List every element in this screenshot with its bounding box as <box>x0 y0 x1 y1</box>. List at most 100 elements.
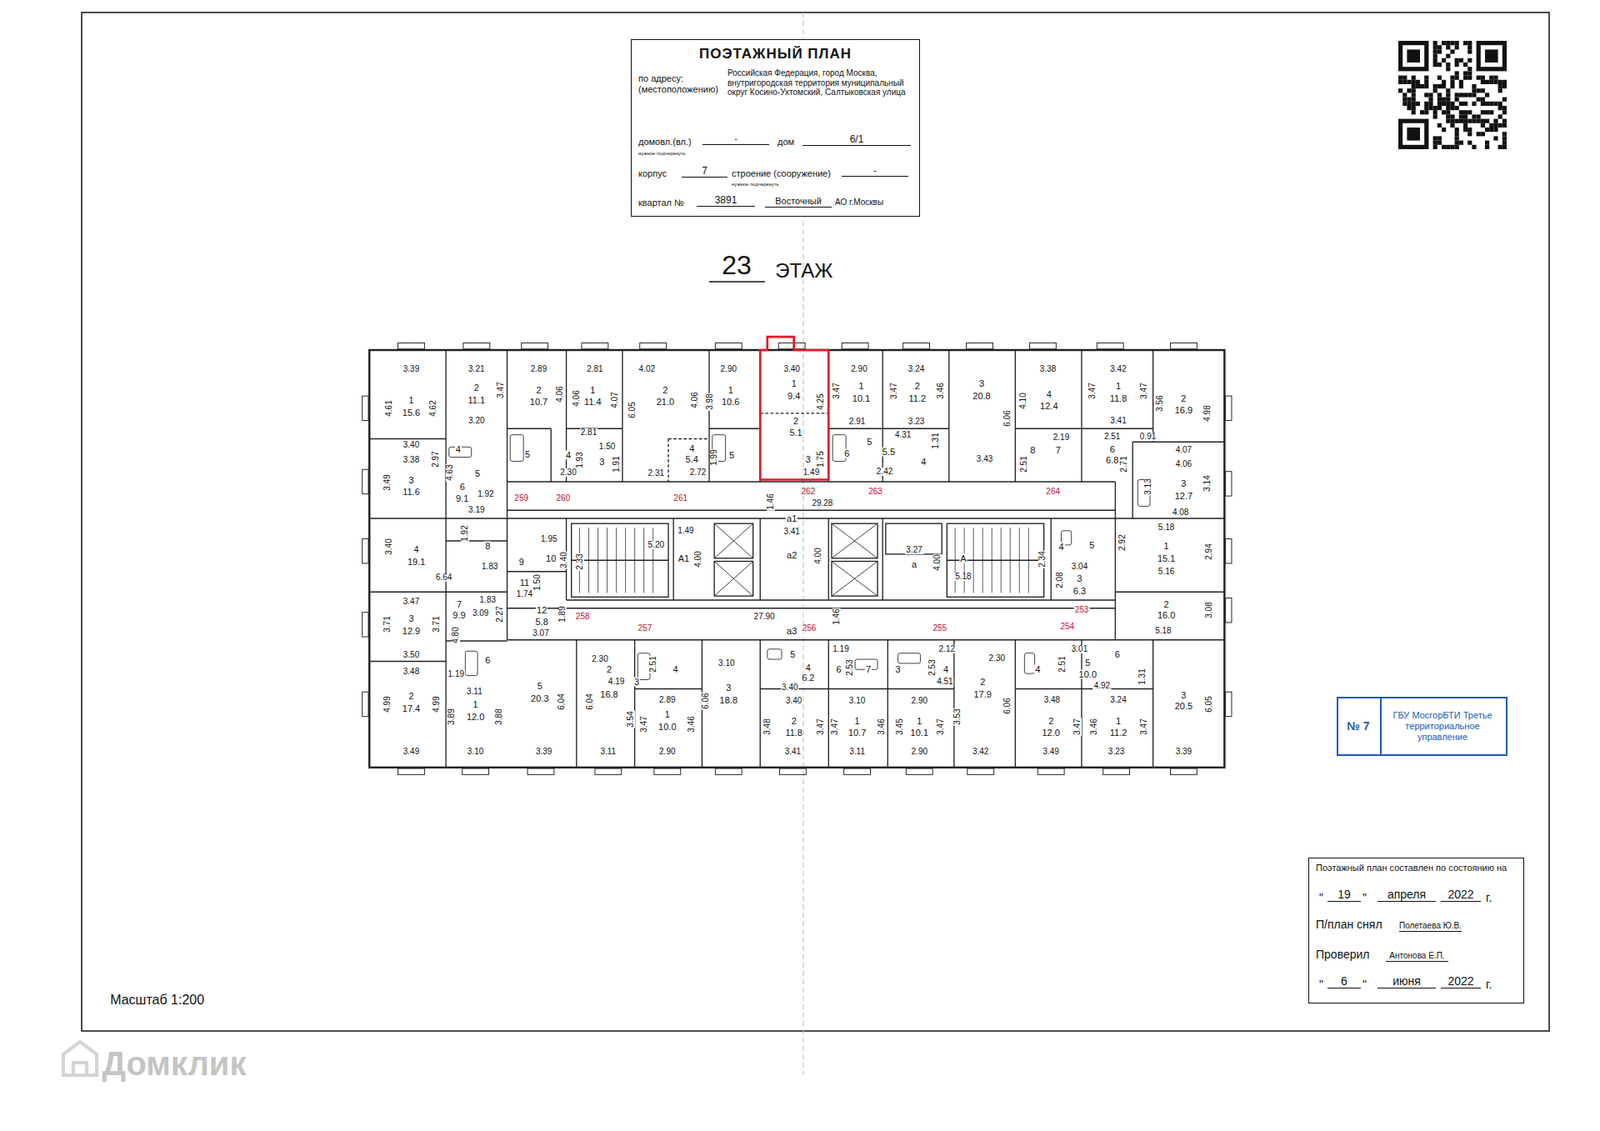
room-number: 6 <box>1109 444 1116 454</box>
apartment-number: 256 <box>801 624 818 633</box>
sanitary-fixture <box>1024 653 1035 674</box>
dimension: 3.10 <box>848 696 866 705</box>
room-number: 12.9 <box>401 625 421 635</box>
room-number: 20.8 <box>971 391 991 401</box>
room-number: 10.1 <box>910 728 930 738</box>
selected-apartment <box>760 336 829 480</box>
elevator-cross <box>831 523 878 559</box>
apartment-number: 255 <box>931 624 948 633</box>
dimension: 4.08 <box>1171 508 1190 517</box>
qr-module <box>1411 80 1416 85</box>
qr-module <box>1402 75 1407 80</box>
stair-well <box>946 523 1044 597</box>
elevator-shaft <box>714 560 754 596</box>
room-number: 4 <box>565 450 572 460</box>
box-text: 6 <box>1327 975 1361 989</box>
qr-finder <box>1398 40 1429 71</box>
room-number: 5 <box>524 449 531 459</box>
dimension: 3.45 <box>895 717 905 735</box>
qr-module <box>1463 127 1468 132</box>
wall <box>1115 591 1225 593</box>
dimension: 3.40 <box>385 538 394 556</box>
dimension: 4.06 <box>572 389 581 407</box>
room-number: 6 <box>1114 649 1121 659</box>
dimension: 3.47 <box>496 380 505 399</box>
wall <box>887 640 889 768</box>
elevator-cross <box>714 523 754 559</box>
elevator-cross <box>714 523 754 559</box>
qr-module <box>1411 101 1416 106</box>
qr-module <box>1459 58 1464 63</box>
room-number: 5.4 <box>685 455 700 465</box>
dimension: 3.20 <box>467 416 485 425</box>
dimension: 4.00 <box>814 547 823 565</box>
dimension: 2.94 <box>1205 543 1214 561</box>
room-number: 6.3 <box>1072 586 1087 596</box>
dimension: 3.46 <box>936 381 945 400</box>
apartment-number: 253 <box>1074 605 1090 615</box>
room-number: 1 <box>915 715 923 725</box>
wall <box>1132 441 1134 519</box>
window <box>362 691 369 716</box>
qr-module <box>1445 110 1450 115</box>
room-number: 5.1 <box>788 428 803 438</box>
wall <box>1015 428 1082 430</box>
room-number: 5 <box>865 437 873 447</box>
dimension: 1.83 <box>479 595 497 605</box>
qr-module <box>1455 62 1460 67</box>
wall <box>828 428 883 430</box>
dimension: 1.93 <box>575 450 585 469</box>
dimension: 2.81 <box>580 428 598 437</box>
dimension: 3.48 <box>763 717 772 735</box>
qr-module <box>1415 84 1420 89</box>
dimension: 2.97 <box>431 450 440 468</box>
dimension: 2.90 <box>910 747 929 756</box>
qr-module <box>1485 80 1490 85</box>
dimension: 1.19 <box>447 670 465 679</box>
dimension: 4.61 <box>385 399 394 417</box>
qr-module <box>1480 97 1485 102</box>
qr-module <box>1445 119 1450 124</box>
qr-module <box>1467 58 1472 63</box>
qr-module <box>1467 119 1472 124</box>
apartment-number: 254 <box>1059 622 1075 631</box>
qr-module <box>1476 97 1481 102</box>
window <box>462 768 490 775</box>
window <box>1103 768 1130 775</box>
room-number: 5 <box>789 649 796 659</box>
qr-module <box>1493 101 1498 106</box>
dimension: 27.90 <box>753 612 776 621</box>
wall <box>828 518 830 600</box>
qr-module <box>1455 127 1460 132</box>
shaft <box>885 523 942 555</box>
qr-module <box>1441 127 1446 132</box>
qr-module <box>1489 127 1494 132</box>
room-number: 1 <box>1115 715 1122 725</box>
room-number: 11.4 <box>583 397 603 407</box>
room-number: 3 <box>407 475 415 485</box>
window <box>905 768 933 775</box>
dimension: 3.38 <box>1039 365 1057 374</box>
qr-module <box>1445 105 1450 110</box>
room-number: 3 <box>895 665 902 675</box>
qr-module <box>1424 110 1429 115</box>
apartment-number: 262 <box>800 487 816 496</box>
qr-module <box>1455 58 1460 63</box>
window <box>581 342 609 349</box>
dimension: 1.31 <box>1138 667 1147 685</box>
room-number: 10.7 <box>847 728 867 738</box>
qr-module <box>1445 114 1450 119</box>
room-number: 4 <box>688 443 695 453</box>
qr-module <box>1463 101 1468 106</box>
room-number: 11.1 <box>467 395 487 405</box>
floor-underline <box>709 280 765 283</box>
dashed-partition <box>760 412 829 414</box>
qr-module <box>1433 135 1438 140</box>
qr-module <box>1463 123 1468 128</box>
dimension: 1.99 <box>710 448 719 466</box>
box-text: строение (сооружение) <box>731 169 831 179</box>
dimension: 4.10 <box>1019 391 1028 410</box>
qr-module <box>1437 97 1442 102</box>
wall <box>1152 640 1154 768</box>
room-number: 20.3 <box>530 693 550 703</box>
